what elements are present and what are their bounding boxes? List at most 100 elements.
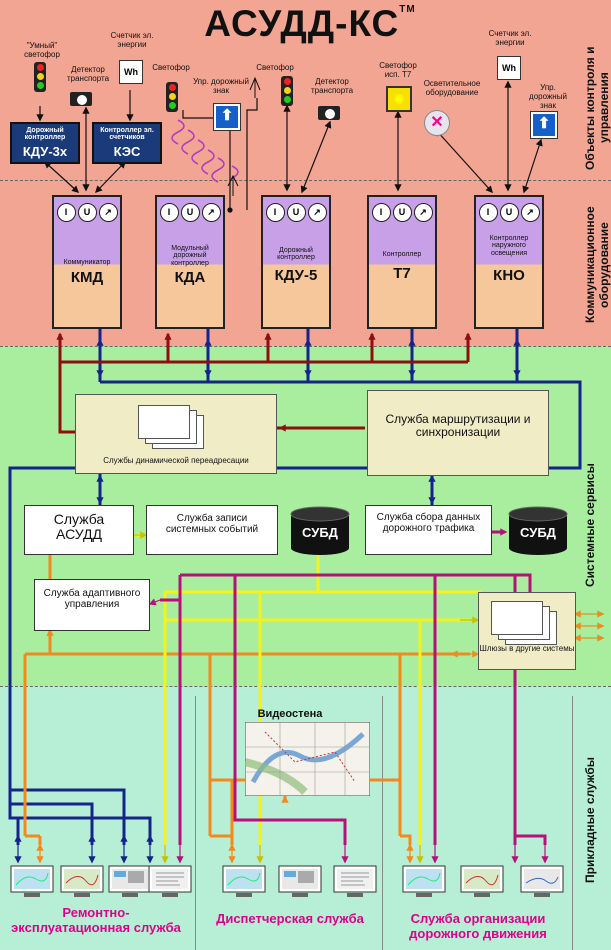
controller-kdu5-name: Дорожный контроллер (277, 247, 315, 262)
voltage-meter-icon: U (392, 203, 412, 222)
workstation-icon-8[interactable] (402, 865, 446, 899)
workstation-icon-3[interactable] (108, 865, 152, 899)
road-sign-label-2: Упр. дорожный знак (529, 83, 567, 110)
controller-kno-code: КНО (493, 267, 525, 284)
group-dispatch: Диспетчерская служба (216, 911, 364, 926)
voltage-meter-icon: U (286, 203, 306, 222)
light-t7-label: Светофор исп. Т7 (379, 61, 417, 79)
gauge-icon: ↗ (413, 203, 433, 222)
routing-service-box: Служба маршрутизации и синхронизации (367, 390, 549, 476)
controller-kmd-name: Коммуникатор (63, 259, 111, 266)
dbms-cylinder-1 (290, 506, 350, 555)
gateways-label: Шлюзы в другие системы (479, 644, 575, 653)
workstation-icon-10[interactable] (520, 865, 564, 899)
group-maintenance: Ремонтно-эксплуатационная служба (11, 905, 181, 935)
workstation-icon-9[interactable] (460, 865, 504, 899)
energy-meter-label-1: Счетчик эл. энергии (110, 31, 154, 49)
videowall-label: Видеостена (257, 708, 323, 720)
workstation-icon-7[interactable] (333, 865, 377, 899)
adaptive-service-label: Служба адаптивного управления (43, 588, 141, 610)
street-lamp-icon: ✕ (424, 110, 450, 136)
current-meter-icon: I (159, 203, 179, 222)
workstation-icon-4[interactable] (148, 865, 192, 899)
smart-traffic-light-icon (34, 62, 46, 92)
workstation-icon-5[interactable] (222, 865, 266, 899)
controller-kes: Контроллер эл. счетчиков КЭС (92, 122, 162, 164)
dbms-label-2: СУБД (520, 525, 556, 540)
current-meter-icon: I (265, 203, 285, 222)
voltage-meter-icon: U (499, 203, 519, 222)
controller-kdu3x-name: Дорожный контроллер (24, 127, 66, 142)
workstation-icon-2[interactable] (60, 865, 104, 899)
controller-kno-name: Контроллер наружного освещения (489, 235, 529, 257)
current-meter-icon: I (56, 203, 76, 222)
traffic-light-label-1: Светофор (152, 63, 190, 72)
smart-light-label: "Умный" светофор (24, 41, 60, 59)
controller-kmd-code: КМД (70, 269, 104, 286)
asudd-service-box: Служба АСУДД (24, 505, 134, 555)
traffic-light-icon-1 (166, 82, 178, 112)
controller-t7-name: Контроллер (382, 251, 422, 258)
road-sign-icon-1: ⬆ (213, 103, 241, 131)
trademark-mark: ТМ (399, 4, 416, 15)
camera-icon-1 (70, 92, 92, 106)
gateways-box: Шлюзы в другие системы (478, 592, 576, 670)
workstation-icon-6[interactable] (278, 865, 322, 899)
gauge-icon: ↗ (520, 203, 540, 222)
lighting-label: Осветительное оборудование (423, 79, 481, 97)
road-sign-icon-2: ⬆ (530, 111, 558, 139)
app-divider-3 (572, 696, 573, 950)
road-sign-label-1: Упр. дорожный знак (193, 77, 249, 95)
group-traffic-org: Служба организации дорожного движения (409, 911, 547, 941)
detector-label-2: Детектор транспорта (310, 77, 354, 95)
controller-kda-name: Модульный дорожный контроллер (171, 245, 209, 267)
readdress-service-box: Службы динамической переадресации (75, 394, 277, 474)
routing-service-label: Служба маршрутизации и синхронизации (385, 412, 531, 440)
gauge-icon: ↗ (98, 203, 118, 222)
events-service-box: Служба записи системных событий (146, 505, 278, 555)
traffic-light-label-2: Светофор (256, 63, 294, 72)
page-title: АСУДД-КСТМ (204, 3, 416, 44)
documents-icon (138, 405, 228, 451)
detector-label-1: Детектор транспорта (66, 65, 110, 83)
gauge-icon: ↗ (201, 203, 221, 222)
readdress-service-label: Службы динамической переадресации (103, 456, 249, 465)
current-meter-icon: I (371, 203, 391, 222)
traffic-service-box: Служба сбора данных дорожного трафика (365, 505, 492, 555)
controller-t7-code: Т7 (393, 265, 411, 282)
current-meter-icon: I (478, 203, 498, 222)
energy-meter-icon-1: Wh (119, 60, 143, 84)
videowall-map-icon (245, 722, 370, 796)
asudd-service-label: Служба АСУДД (53, 511, 105, 543)
voltage-meter-icon: U (77, 203, 97, 222)
traffic-light-t7-icon: ✺ (386, 86, 412, 112)
voltage-meter-icon: U (180, 203, 200, 222)
app-divider-1 (195, 696, 196, 950)
controller-kdu5-code: КДУ-5 (274, 267, 318, 284)
controller-kes-name: Контроллер эл. счетчиков (100, 127, 154, 142)
camera-icon-2 (318, 106, 340, 120)
gateway-documents-icon (491, 601, 561, 645)
traffic-service-label: Служба сбора данных дорожного трафика (376, 512, 481, 534)
controller-kes-code: КЭС (113, 144, 141, 159)
controller-kdu3x: Дорожный контроллер КДУ-3х (10, 122, 80, 164)
dbms-label-1: СУБД (302, 525, 338, 540)
app-divider-2 (382, 696, 383, 950)
gauge-icon: ↗ (307, 203, 327, 222)
energy-meter-label-2: Счетчик эл. энергии (488, 29, 532, 47)
workstation-icon-1[interactable] (10, 865, 54, 899)
traffic-light-icon-2 (281, 76, 293, 106)
events-service-label: Служба записи системных событий (165, 513, 259, 535)
dbms-cylinder-2 (508, 506, 568, 555)
